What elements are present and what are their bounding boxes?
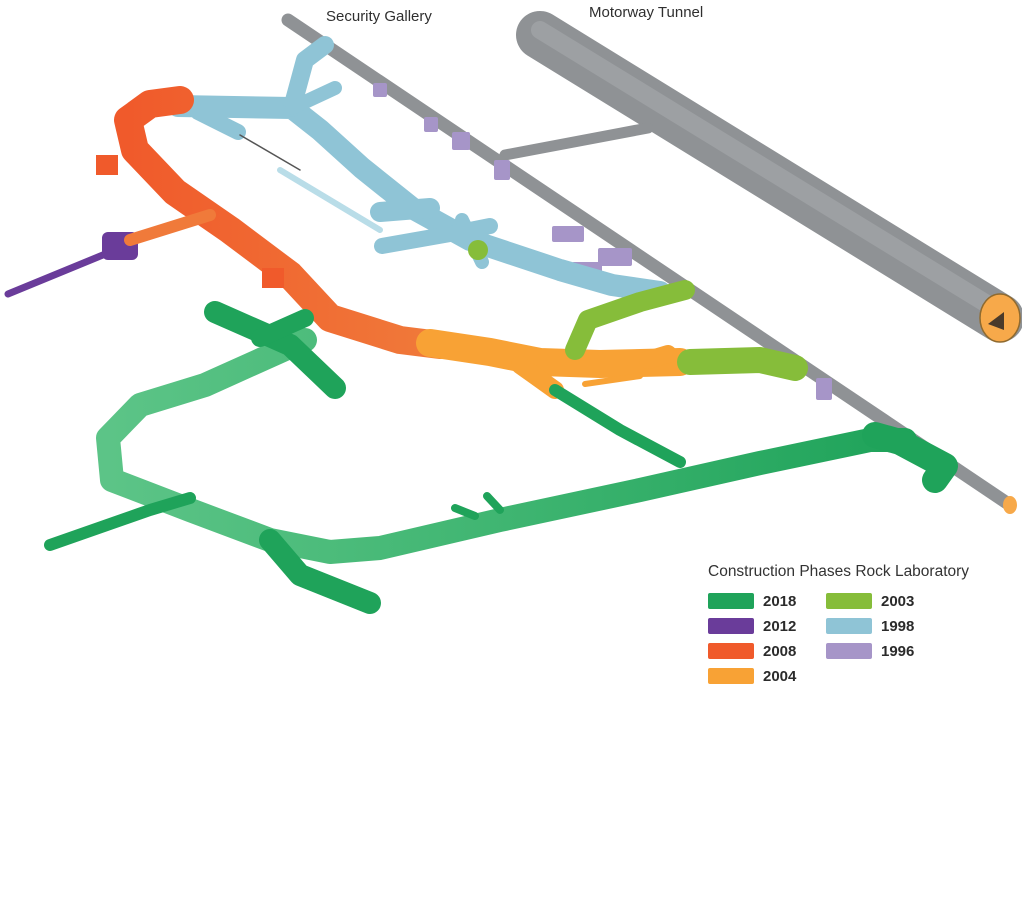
legend-item-2012: 2012 [708,616,796,636]
motorway-tunnel-label: Motorway Tunnel [589,4,704,21]
legend-grid: 2018 2012 2008 2004 2003 1998 [708,591,1018,691]
phase-2008-tunnels [96,86,454,359]
legend-title: Construction Phases Rock Laboratory [708,563,970,580]
legend-item-2004: 2004 [708,666,796,686]
legend-year-2012: 2012 [763,617,797,635]
phase-1998-tunnels [167,36,671,303]
security-gallery-label: Security Gallery [326,8,432,25]
legend-year-1996: 1996 [881,642,915,660]
phase-2003-tunnels [468,240,808,381]
legend-year-1998: 1998 [881,617,915,635]
legend-year-2004: 2004 [763,667,797,685]
legend-year-2003: 2003 [881,592,915,610]
cross-passage [499,122,654,161]
legend-item-1998: 1998 [826,616,914,636]
legend-swatch-2018 [708,593,754,609]
legend-swatch-2012 [708,618,754,634]
motorway-tunnel [516,11,1022,343]
legend-swatch-1996 [826,643,872,659]
legend-item-1996: 1996 [826,641,914,661]
legend-swatch-2003 [826,593,872,609]
legend-swatch-2008 [708,643,754,659]
legend-item-2008: 2008 [708,641,796,661]
legend-item-2003: 2003 [826,591,914,611]
legend-item-2018: 2018 [708,591,796,611]
legend-year-2008: 2008 [763,642,797,660]
security-gallery [281,13,1017,514]
phase-2012-tunnel [4,232,138,298]
phase-2018-tunnels [44,301,958,614]
legend-year-2018: 2018 [763,592,797,610]
phase-2004-tunnels [416,329,694,399]
legend-swatch-2004 [708,668,754,684]
legend-swatch-1998 [826,618,872,634]
construction-phases-legend: Construction Phases Rock Laboratory 2018… [708,563,1018,691]
phase-1996-niches [373,83,832,400]
